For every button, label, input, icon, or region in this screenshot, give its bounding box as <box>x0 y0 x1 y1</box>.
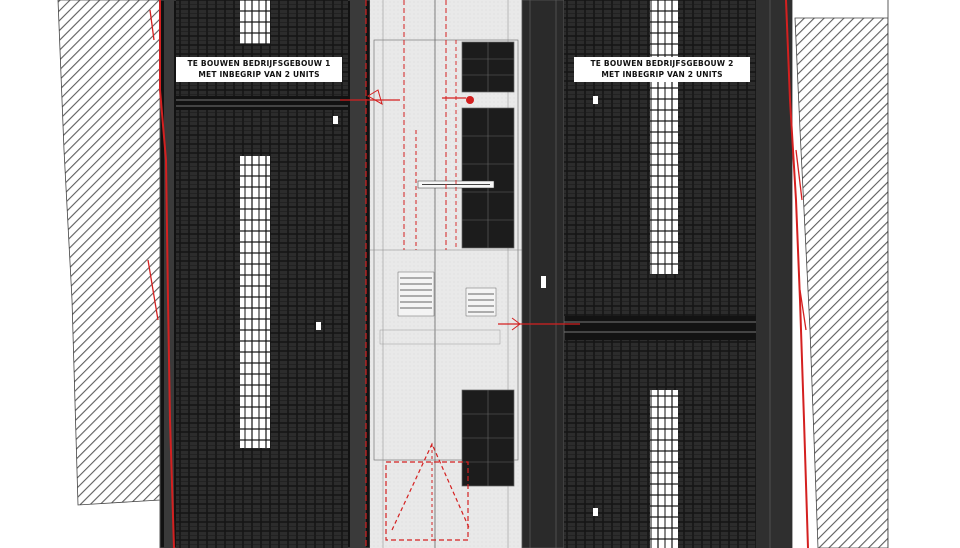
red-boundary-east <box>785 0 809 548</box>
unit-marker-b2-south <box>593 508 598 516</box>
red-boundary-west <box>159 0 175 548</box>
skylight-strip-b2-south <box>650 390 678 548</box>
label-box-building-2 <box>574 57 750 82</box>
skylight-strip-b2-north <box>650 0 678 274</box>
parking-block-south <box>461 389 515 487</box>
unit-marker-b2-north <box>593 96 598 104</box>
building-2-roof-plan: TE BOUWEN BEDRIJFSGEBOUW 2 MET INBEGRIP … <box>521 0 793 548</box>
neighbour-parcel-west <box>57 0 161 506</box>
building-1-roof-plan: TE BOUWEN BEDRIJFSGEBOUW 1 MET INBEGRIP … <box>159 0 371 548</box>
building-1-label-line1: TE BOUWEN BEDRIJFSGEBOUW 1 <box>187 59 330 68</box>
parking-block-north <box>461 41 515 249</box>
unit-marker-b1-north <box>333 116 338 124</box>
building-1-label-line2: MET INBEGRIP VAN 2 UNITS <box>198 70 319 79</box>
neighbour-parcels <box>57 0 960 548</box>
skylight-strip-b1-south <box>240 156 270 448</box>
neighbour-parcel-east <box>794 17 889 548</box>
building-2-label-line2: MET INBEGRIP VAN 2 UNITS <box>601 70 722 79</box>
east-parcel-strip <box>888 0 960 548</box>
label-box-building-1 <box>176 57 342 82</box>
entrance-zone <box>385 461 469 541</box>
building-2-label-line1: TE BOUWEN BEDRIJFSGEBOUW 2 <box>590 59 733 68</box>
red-annotations <box>147 0 809 548</box>
skylight-strip-b1-north <box>240 0 270 44</box>
legend-table <box>397 271 497 317</box>
unit-marker-drive <box>541 276 546 288</box>
unit-marker-b1-south <box>316 322 321 330</box>
